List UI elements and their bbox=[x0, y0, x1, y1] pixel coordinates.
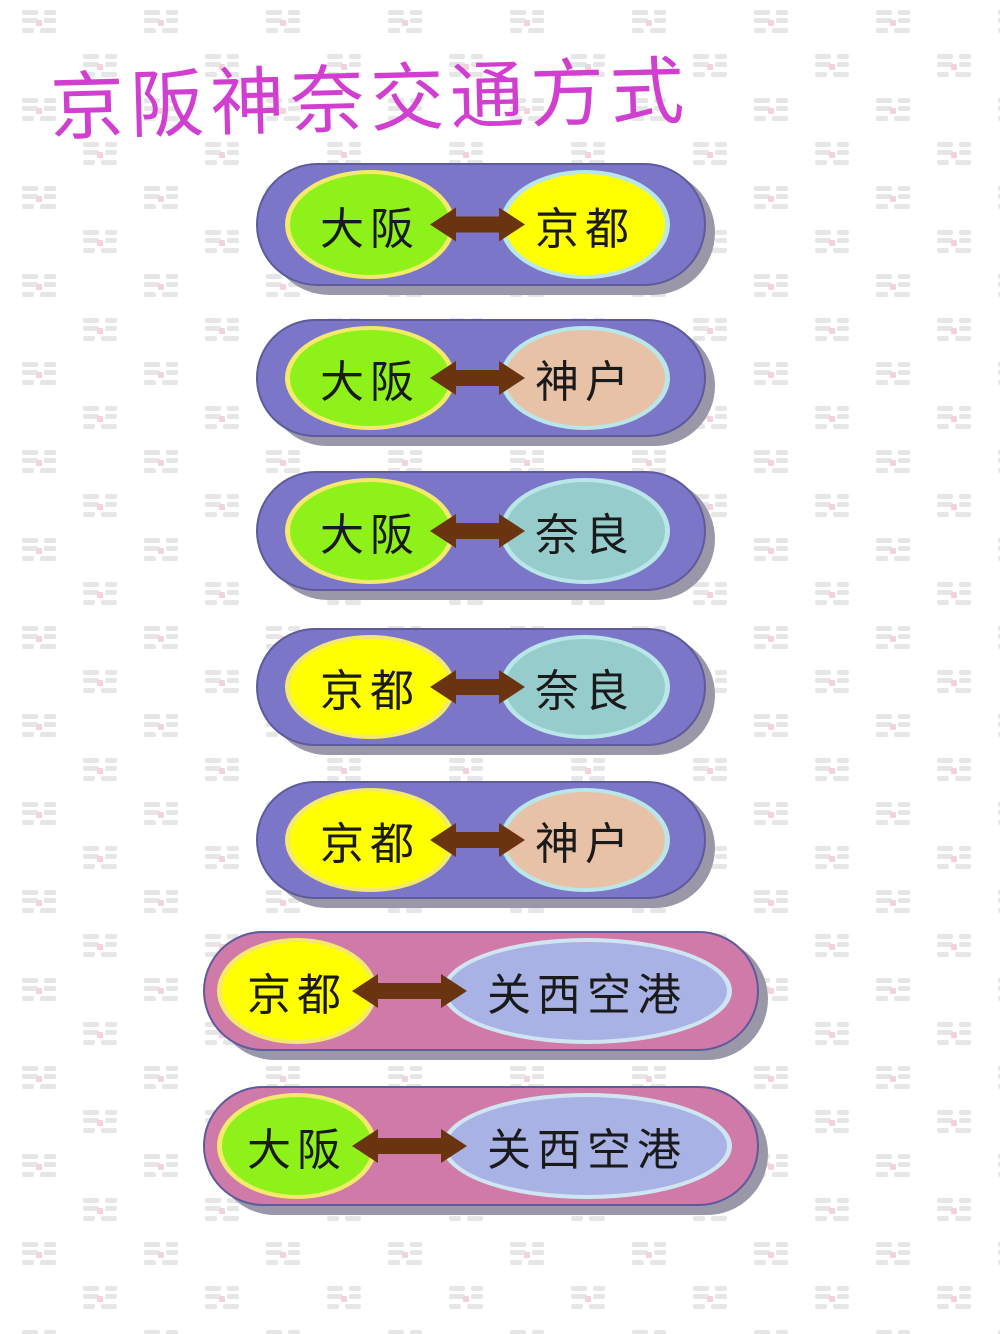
route-pill bbox=[256, 781, 715, 908]
double-arrow-icon bbox=[430, 514, 525, 548]
route-row: 大阪 京都 bbox=[255, 162, 715, 297]
route-to-label: 神户 bbox=[535, 357, 635, 408]
route-to-label: 奈良 bbox=[535, 510, 635, 561]
route-from-label: 大阪 bbox=[320, 510, 420, 561]
route-to-label: 关西空港 bbox=[487, 970, 687, 1021]
route-row: 大阪 神户 bbox=[255, 318, 715, 448]
route-row: 京都 奈良 bbox=[255, 627, 715, 757]
double-arrow-icon bbox=[430, 823, 525, 857]
route-from-label: 大阪 bbox=[247, 1125, 347, 1176]
route-row: 大阪 关西空港 bbox=[202, 1085, 768, 1217]
double-arrow-icon bbox=[352, 1129, 467, 1163]
route-to-label: 神户 bbox=[535, 819, 635, 870]
route-pill bbox=[256, 319, 715, 446]
route-row: 京都 关西空港 bbox=[202, 930, 768, 1062]
route-row: 大阪 奈良 bbox=[255, 470, 715, 602]
page-title: 京阪神奈交通方式 bbox=[49, 48, 692, 152]
route-from-label: 京都 bbox=[247, 970, 347, 1021]
double-arrow-icon bbox=[430, 207, 525, 242]
route-to-label: 京都 bbox=[535, 203, 635, 255]
route-to-label: 奈良 bbox=[535, 666, 635, 717]
route-pill bbox=[256, 163, 715, 295]
route-from-label: 京都 bbox=[320, 819, 420, 870]
route-pill bbox=[256, 628, 715, 755]
route-from-label: 大阪 bbox=[320, 357, 420, 408]
route-from-label: 大阪 bbox=[320, 203, 420, 255]
route-row: 京都 神户 bbox=[255, 780, 715, 910]
double-arrow-icon bbox=[430, 670, 525, 704]
double-arrow-icon bbox=[430, 361, 525, 395]
route-from-label: 京都 bbox=[320, 666, 420, 717]
route-pill bbox=[203, 1086, 768, 1215]
route-pill bbox=[203, 931, 768, 1060]
double-arrow-icon bbox=[352, 974, 467, 1008]
route-pill bbox=[256, 471, 715, 600]
route-to-label: 关西空港 bbox=[487, 1125, 687, 1176]
